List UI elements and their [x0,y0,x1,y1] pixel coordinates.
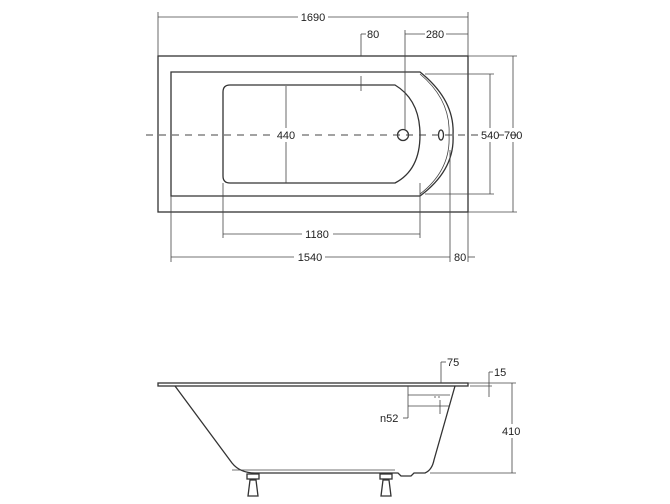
dim-basin-width: 440 [274,86,298,183]
overflow-icon [437,129,445,141]
leg-right [379,473,393,497]
label-80-end: 80 [454,252,466,264]
rim-profile [157,382,469,387]
label-n52: n52 [380,413,398,425]
leg-left [246,473,260,497]
dim-overflow-offset: 75 [440,357,459,383]
label-1540: 1540 [298,252,322,264]
side-view: n52 75 15 410 [157,357,520,497]
overflow-detail: n52 [380,386,450,425]
label-540: 540 [481,130,499,142]
dim-height: 410 [430,382,520,474]
label-440: 440 [277,130,295,142]
inner-rim-edge [419,73,450,195]
outer-rim [157,55,469,213]
tub-body [174,385,456,477]
dim-basin-length: 1180 [222,183,421,241]
top-view: 1690 80 280 440 540 700 [146,12,522,264]
label-280: 280 [426,29,444,41]
label-1180: 1180 [305,229,329,241]
label-80-top: 80 [367,29,379,41]
label-15: 15 [494,367,506,379]
dim-overall-length: 1690 [157,12,469,56]
dim-overall-width: 700 [468,55,522,213]
inner-rim [170,71,454,197]
label-700: 700 [504,130,522,142]
dim-inner-width: 540 [425,73,499,195]
dim-rim-offset: 80 [360,29,379,91]
dim-inner-length: 1540 80 [170,150,475,264]
dim-drain-offset: 280 [404,29,468,130]
label-75: 75 [447,357,459,369]
label-410: 410 [502,426,520,438]
basin [222,84,421,184]
dim-rim-thickness: 15 [470,367,506,397]
label-1690: 1690 [301,12,325,24]
